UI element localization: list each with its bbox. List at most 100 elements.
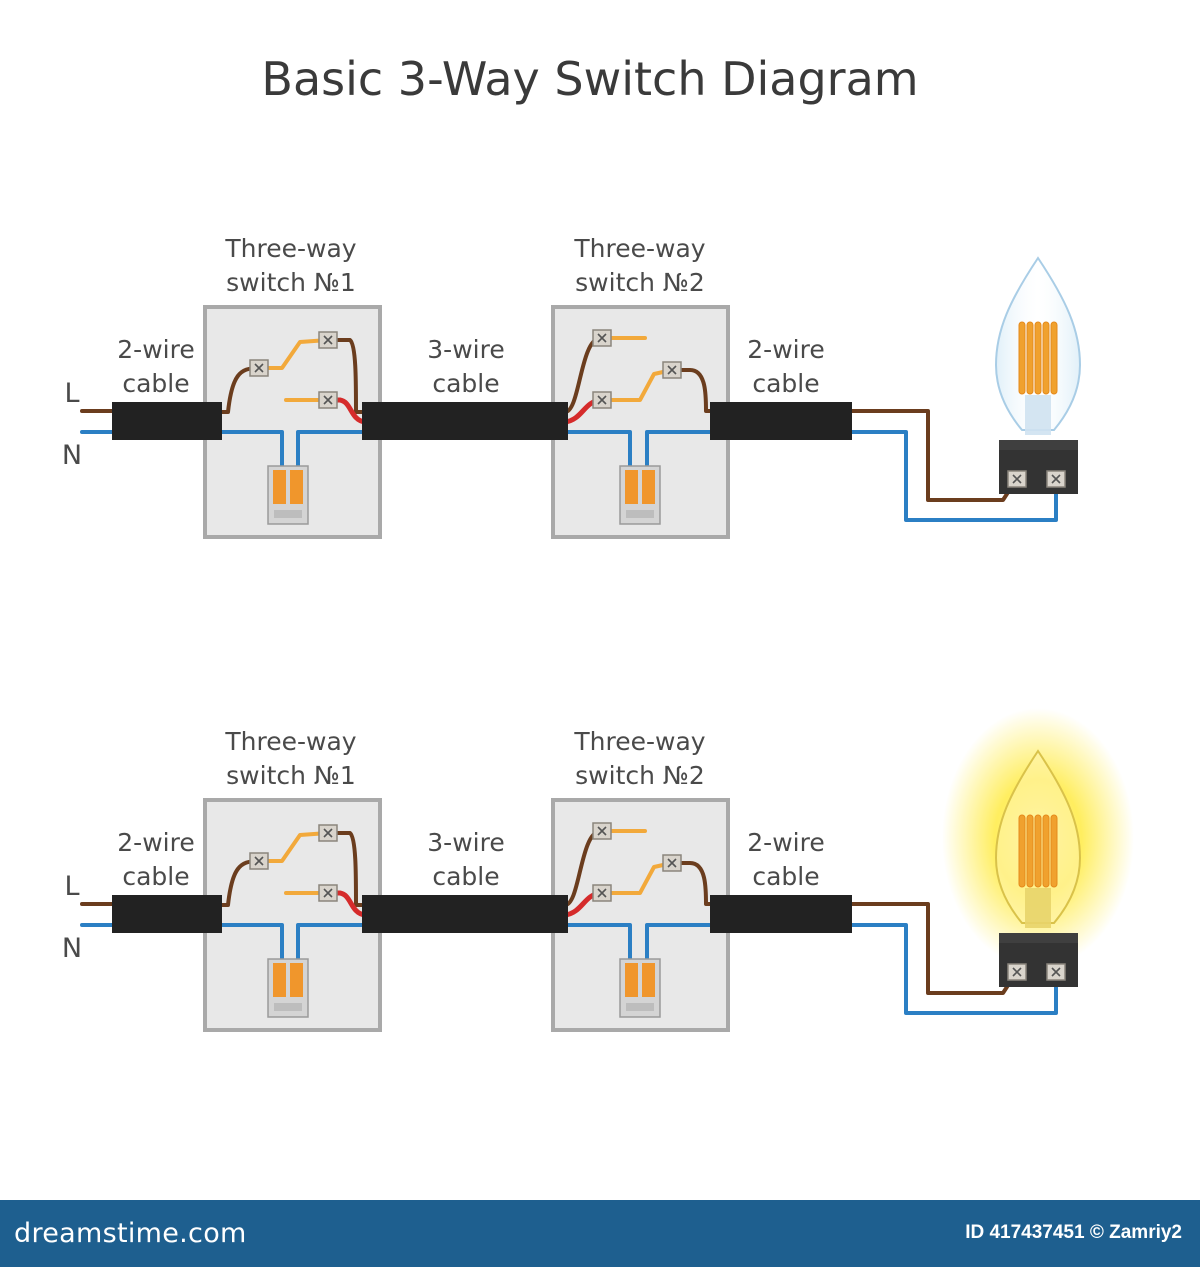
diagram-lamp-on: Three-way switch №1 Three-way switch №2 2-wi…: [62, 708, 1134, 1032]
switch2-label-line2: switch №2: [575, 268, 705, 297]
cable-left-label-line1: 2-wire: [117, 828, 194, 857]
switch2-neutral-connector-lever-right: [642, 470, 655, 504]
switch1-terminal-top-screw: [323, 828, 333, 838]
cable-left-label-line2: cable: [122, 369, 189, 398]
switch1-neutral-connector-lever-left: [273, 963, 286, 997]
switch1-terminal-top-screw: [323, 335, 333, 345]
cable-middle-label-line1: 3-wire: [427, 335, 504, 364]
cable-right-label-line2: cable: [752, 862, 819, 891]
wiring-diagram: Basic 3-Way Switch Diagram Three-way swit…: [62, 52, 1134, 1032]
neutral-label: N: [62, 440, 82, 471]
switch1-neutral-connector-lever-right: [290, 470, 303, 504]
switch2-terminal-top-screw: [597, 826, 607, 836]
cable-left-label-line1: 2-wire: [117, 335, 194, 364]
switch1-common-contact: [260, 338, 330, 370]
neutral-wire-switch2-b: [645, 923, 717, 965]
switch2-terminal-common-screw: [667, 365, 677, 375]
switch2-neutral-connector: [619, 465, 661, 525]
switch1-terminal-common-screw: [254, 856, 264, 866]
lamp: [994, 256, 1082, 494]
lamp-filament-1: [1018, 321, 1026, 395]
switch1-neutral-connector-lever-left: [273, 470, 286, 504]
lamp-filament-2: [1026, 321, 1034, 395]
switch2-label-line2: switch №2: [575, 761, 705, 790]
live-wire-switch2-out: [670, 861, 717, 906]
cable-right: [710, 402, 852, 440]
lamp-filament-4: [1042, 814, 1050, 888]
switch2-terminal-bottom: [592, 391, 612, 409]
switch2-terminal-common: [662, 361, 682, 379]
cable-middle-label-line1: 3-wire: [427, 828, 504, 857]
switch1-neutral-connector-base: [274, 510, 302, 518]
switch1-terminal-bottom: [318, 391, 338, 409]
switch1-neutral-connector-lever-right: [290, 963, 303, 997]
live-label: L: [64, 378, 79, 409]
lamp-filament-4: [1042, 321, 1050, 395]
lamp-terminal-live: [1007, 470, 1027, 488]
traveler2-switch1: [325, 397, 368, 425]
neutral-label: N: [62, 933, 82, 964]
footer-bar: dreamstime.com ID 417437451 © Zamriy2: [0, 1200, 1200, 1267]
lamp-filament-2: [1026, 814, 1034, 888]
lamp-terminal-live-screw: [1012, 967, 1022, 977]
lamp-socket-rim: [999, 933, 1078, 943]
switch1-label-line2: switch №1: [226, 268, 356, 297]
neutral-wire-switch2-b: [645, 430, 717, 472]
cable-middle: [362, 402, 568, 440]
neutral-wire-lamp: [848, 430, 1058, 522]
lamp: [942, 708, 1134, 987]
live-wire-lamp: [848, 409, 1018, 502]
neutral-wire-switch2-a: [563, 923, 632, 965]
switch2-terminal-top-screw: [597, 333, 607, 343]
lamp-filament-3: [1034, 814, 1042, 888]
lamp-filament-5: [1050, 321, 1058, 395]
switch1-terminal-common: [249, 852, 269, 870]
page-title: Basic 3-Way Switch Diagram: [261, 52, 918, 106]
switch2-neutral-connector-lever-right: [642, 963, 655, 997]
switch2-terminal-bottom: [592, 884, 612, 902]
cable-right-label-line1: 2-wire: [747, 335, 824, 364]
switch1-terminal-bottom-screw: [323, 395, 333, 405]
switch2-neutral-connector-base: [626, 510, 654, 518]
lamp-filament-3: [1034, 321, 1042, 395]
switch1-common-contact: [260, 831, 330, 863]
switch1-terminal-bottom: [318, 884, 338, 902]
switch1-label-line1: Three-way: [224, 234, 356, 263]
lamp-filament-1: [1018, 814, 1026, 888]
switch2-neutral-connector-lever-left: [625, 470, 638, 504]
lamp-terminal-neutral: [1046, 963, 1066, 981]
cable-left-label-line2: cable: [122, 862, 189, 891]
switch2-terminal-top: [592, 329, 612, 347]
lamp-terminal-neutral: [1046, 470, 1066, 488]
cable-middle-label-line2: cable: [432, 862, 499, 891]
lamp-terminal-neutral-screw: [1051, 474, 1061, 484]
lamp-terminal-live: [1007, 963, 1027, 981]
switch2-label-line1: Three-way: [573, 727, 705, 756]
neutral-wire-switch1-a: [220, 923, 284, 965]
lamp-stem: [1025, 395, 1051, 435]
switch1-label-line2: switch №1: [226, 761, 356, 790]
switch1-terminal-common: [249, 359, 269, 377]
traveler1-switch1: [326, 831, 367, 907]
brand-logo-text: dreamstime.com: [14, 1218, 247, 1249]
switch1-terminal-top: [318, 331, 338, 349]
cable-middle: [362, 895, 568, 933]
live-wire-switch2-out: [670, 368, 717, 413]
neutral-wire-switch1-b: [296, 923, 367, 965]
switch2-terminal-bottom-screw: [597, 395, 607, 405]
cable-left: [112, 402, 222, 440]
switch1-terminal-common-screw: [254, 363, 264, 373]
switch2-neutral-connector: [619, 958, 661, 1018]
lamp-stem: [1025, 888, 1051, 928]
image-id: ID 417437451 © Zamriy2: [965, 1222, 1182, 1243]
switch1-neutral-connector: [267, 958, 309, 1018]
lamp-terminal-neutral-screw: [1051, 967, 1061, 977]
switch2-neutral-connector-lever-left: [625, 963, 638, 997]
switch1-label-line1: Three-way: [224, 727, 356, 756]
switch2-neutral-connector-base: [626, 1003, 654, 1011]
lamp-socket-rim: [999, 440, 1078, 450]
switch2-terminal-common-screw: [667, 858, 677, 868]
lamp-filament-5: [1050, 814, 1058, 888]
cable-right-label-line2: cable: [752, 369, 819, 398]
live-label: L: [64, 871, 79, 902]
